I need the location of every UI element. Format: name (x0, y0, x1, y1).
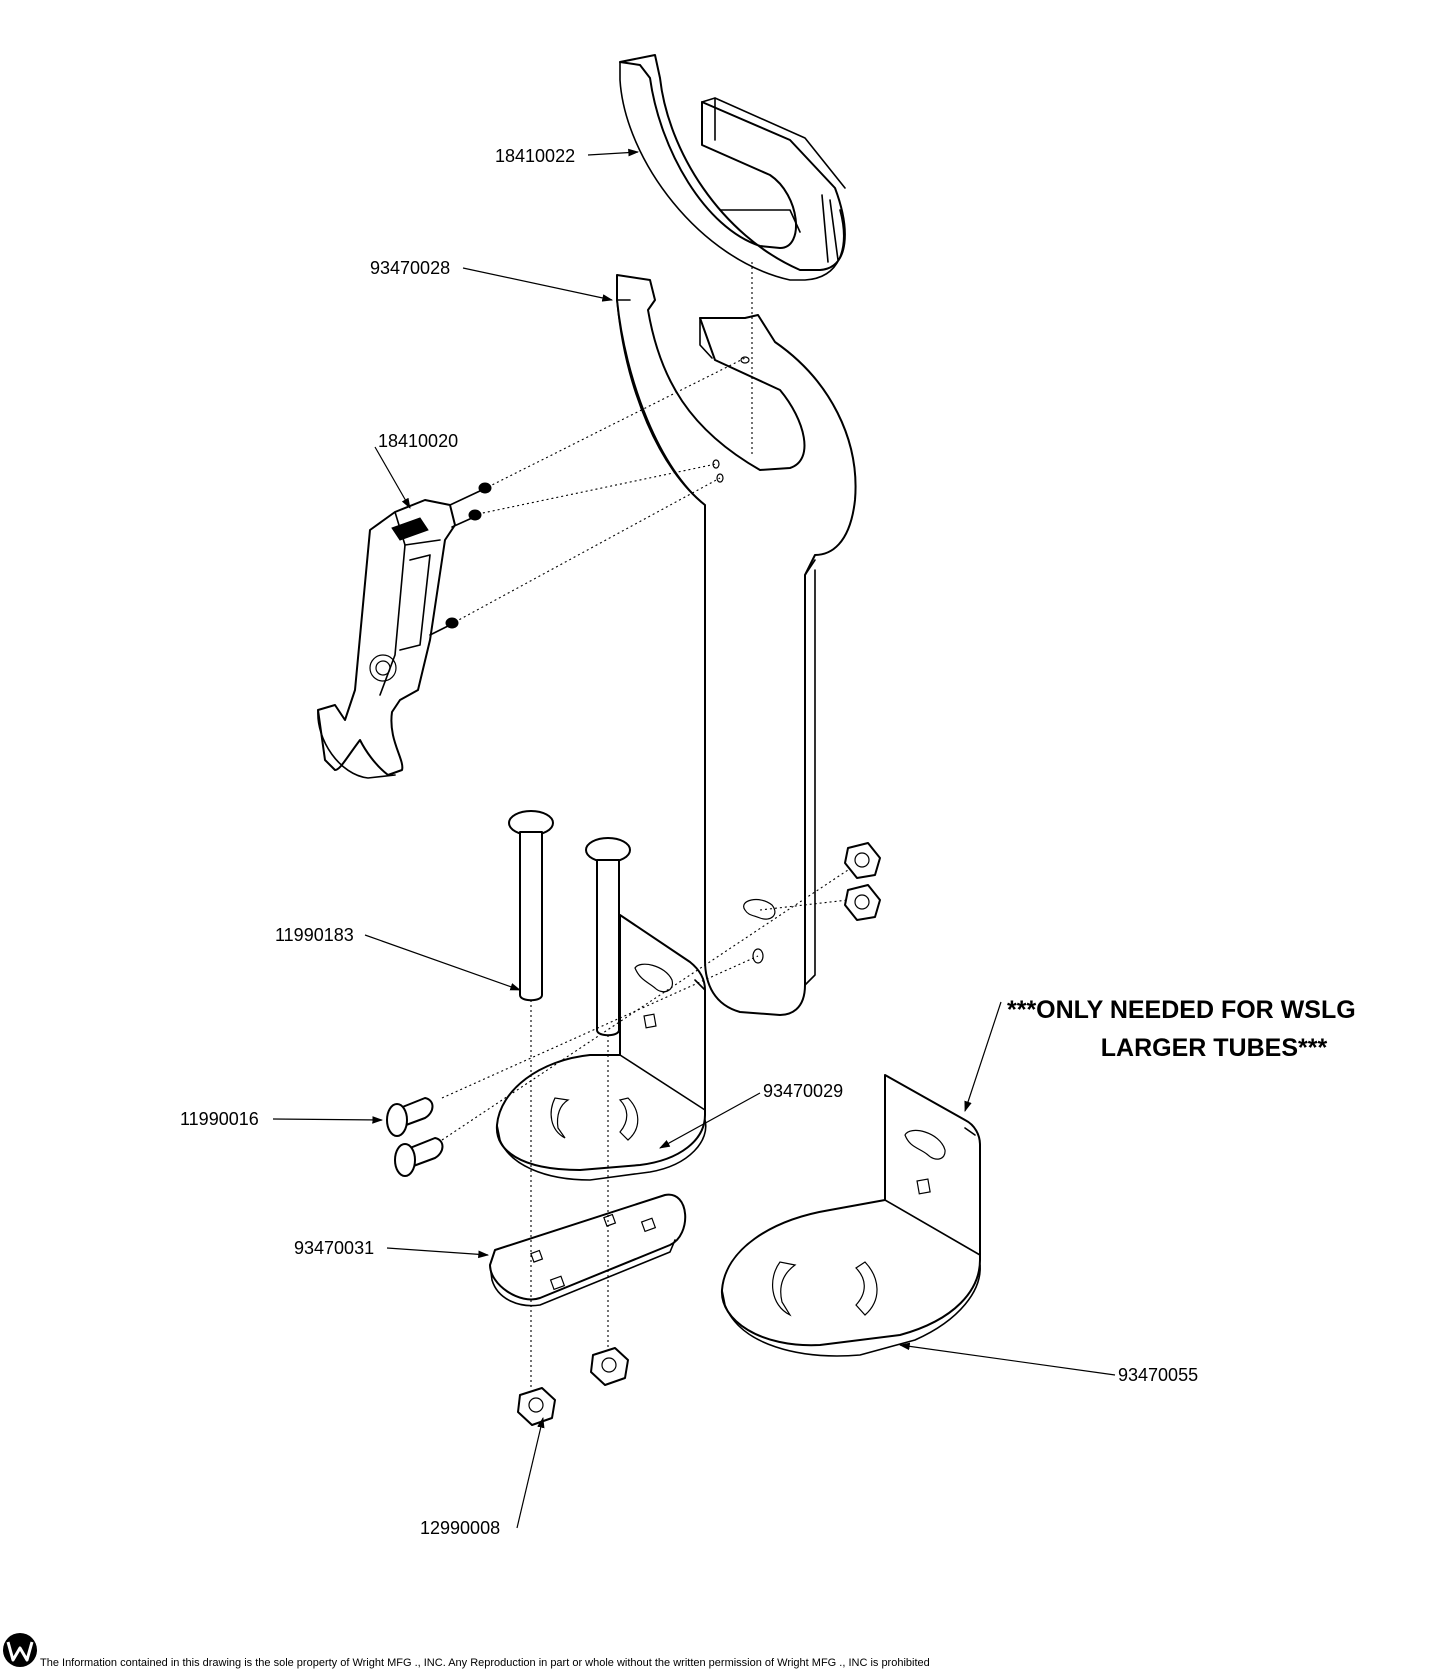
label-93470055: 93470055 (1118, 1365, 1198, 1385)
carriage-bolts-short (386, 1097, 444, 1177)
backing-plate-part (489, 1193, 687, 1307)
label-93470028: 93470028 (370, 258, 450, 278)
u-spacer-part (619, 54, 846, 281)
hex-nuts (517, 842, 881, 1426)
leader-lines (272, 148, 1116, 1529)
footer-disclaimer: The Information contained in this drawin… (40, 1657, 930, 1669)
lower-bracket-part (495, 914, 707, 1181)
main-bracket-part (616, 274, 857, 1016)
note-line-1: ***ONLY NEEDED FOR WSLG (1007, 996, 1356, 1024)
carriage-bolts-long (508, 810, 631, 1037)
latch-screws (429, 482, 492, 636)
label-93470031: 93470031 (294, 1238, 374, 1258)
label-18410020: 18410020 (378, 431, 458, 451)
label-93470029: 93470029 (763, 1081, 843, 1101)
company-logo-icon (3, 1633, 37, 1667)
label-11990183: 11990183 (275, 925, 354, 945)
label-12990008: 12990008 (420, 1518, 500, 1538)
assembly-lines (441, 262, 849, 1390)
label-18410022: 18410022 (495, 146, 575, 166)
label-11990016: 11990016 (180, 1109, 259, 1129)
latch-assembly-part (317, 482, 492, 779)
note-line-2: LARGER TUBES*** (1101, 1034, 1328, 1062)
large-bracket-part (720, 1074, 981, 1357)
